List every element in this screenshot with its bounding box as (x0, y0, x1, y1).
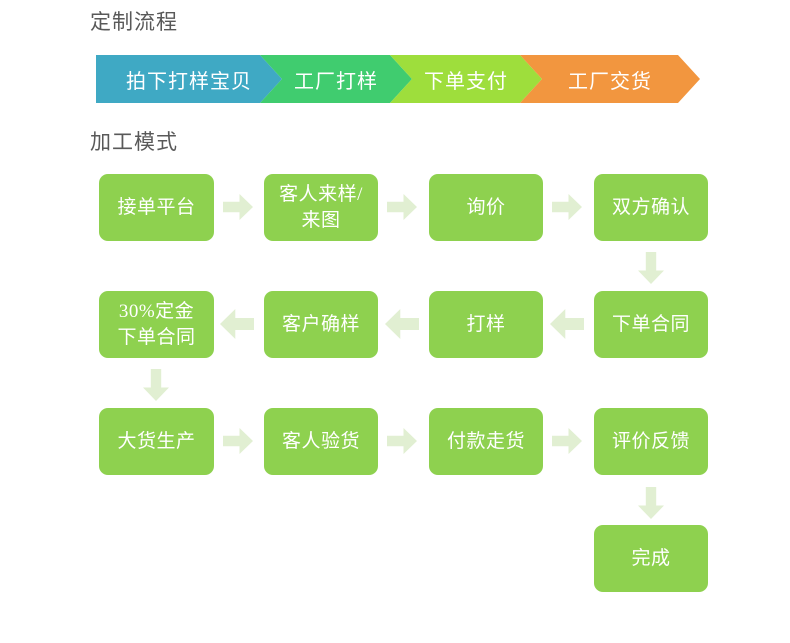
chevron-step-2-label: 工厂打样 (294, 70, 378, 93)
chevron-step-4[interactable]: 工厂交货 (520, 55, 700, 103)
chevron-step-2[interactable]: 工厂打样 (260, 55, 412, 103)
arrow-right-icon-c10 (387, 428, 417, 454)
chevron-step-4-label: 工厂交货 (568, 70, 652, 93)
flow-node-n13-label: 完成 (631, 547, 671, 569)
flow-node-n5[interactable]: 下单合同 (594, 291, 708, 358)
custom-process-chevron-banner: 拍下打样宝贝 工厂打样 下单支付 工厂交货 (96, 55, 700, 103)
flow-node-n8-label: 30%定金 下单合同 (117, 300, 196, 348)
flow-node-n7-label: 客户确样 (281, 313, 360, 335)
flow-node-n2-label: 客人来样/ 来图 (279, 183, 363, 231)
flow-node-n9-label: 大货生产 (117, 430, 196, 452)
flow-node-n7[interactable]: 客户确样 (264, 291, 378, 358)
page-title-custom-process: 定制流程 (90, 10, 178, 34)
flow-node-n11-label: 付款走货 (446, 430, 525, 452)
flow-node-n10-label: 客人验货 (281, 430, 360, 452)
chevron-step-3[interactable]: 下单支付 (390, 55, 542, 103)
page-title-process-mode: 加工模式 (90, 130, 178, 154)
arrow-down-icon-c12 (638, 487, 664, 519)
flow-node-n13[interactable]: 完成 (594, 525, 708, 592)
flow-node-n12[interactable]: 评价反馈 (594, 408, 708, 475)
flow-node-n12-label: 评价反馈 (611, 430, 690, 452)
flow-node-n1-label: 接单平台 (117, 196, 196, 218)
flow-node-n6[interactable]: 打样 (429, 291, 543, 358)
arrow-right-icon-c2 (387, 194, 417, 220)
arrow-right-icon-c11 (552, 428, 582, 454)
flow-node-n4[interactable]: 双方确认 (594, 174, 708, 241)
arrow-down-icon-c8 (143, 369, 169, 401)
flow-node-n10[interactable]: 客人验货 (264, 408, 378, 475)
arrow-left-icon-c5 (550, 309, 584, 339)
flow-node-n9[interactable]: 大货生产 (99, 408, 214, 475)
flow-node-n4-label: 双方确认 (611, 196, 690, 218)
flow-node-n3-label: 询价 (466, 196, 506, 218)
flow-node-n2[interactable]: 客人来样/ 来图 (264, 174, 378, 241)
flow-node-n8[interactable]: 30%定金 下单合同 (99, 291, 214, 358)
arrow-right-icon-c3 (552, 194, 582, 220)
flow-node-n6-label: 打样 (466, 313, 506, 335)
arrow-right-icon-c9 (223, 428, 253, 454)
arrow-down-icon-c4 (638, 252, 664, 284)
arrow-left-icon-c6 (385, 309, 419, 339)
arrow-left-icon-c7 (220, 309, 254, 339)
flow-node-n1[interactable]: 接单平台 (99, 174, 214, 241)
chevron-step-1[interactable]: 拍下打样宝贝 (96, 55, 282, 103)
arrow-right-icon-c1 (223, 194, 253, 220)
flow-node-n3[interactable]: 询价 (429, 174, 543, 241)
chevron-step-1-label: 拍下打样宝贝 (126, 70, 252, 93)
flow-node-n11[interactable]: 付款走货 (429, 408, 543, 475)
flow-node-n5-label: 下单合同 (611, 313, 690, 335)
chevron-step-3-label: 下单支付 (424, 70, 508, 93)
